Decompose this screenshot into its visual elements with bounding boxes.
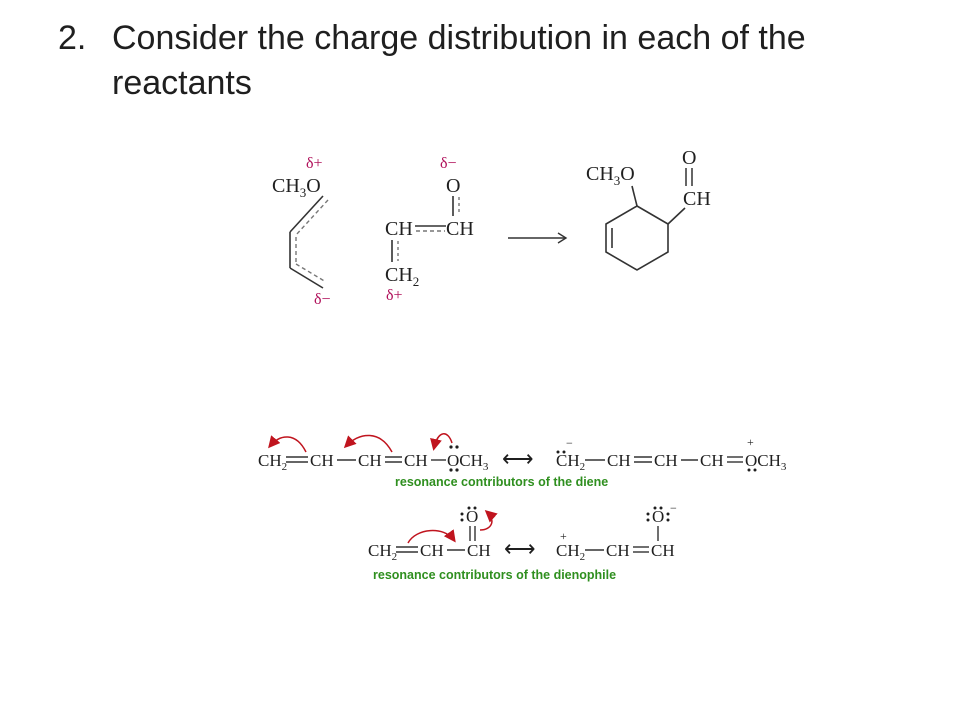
negative-charge: − xyxy=(670,501,677,515)
dienophile-delta-plus: δ+ xyxy=(386,287,403,304)
dienophile-right-contributor: O − + CH2 CH CH xyxy=(556,501,677,563)
dienophile-left-contributor: O CH2 CH CH xyxy=(368,506,498,563)
positive-charge: + xyxy=(747,435,754,449)
atom: CH xyxy=(358,451,382,470)
dienophile-terminal-carbon: CH2 xyxy=(385,264,419,289)
atom: CH2 xyxy=(368,541,397,563)
product-methoxy-label: CH3O xyxy=(586,163,635,188)
atom: CH xyxy=(606,541,630,560)
atom: CH2 xyxy=(258,451,287,473)
atom: CH xyxy=(310,451,334,470)
diene-right-contributor: CH2 − CH CH CH OCH3 + xyxy=(556,435,787,473)
diene-caption: resonance contributors of the diene xyxy=(395,475,608,489)
diene-delta-plus: δ+ xyxy=(306,155,323,172)
curved-arrows xyxy=(407,510,498,544)
atom: CH2 xyxy=(556,541,585,563)
atom: CH xyxy=(404,451,428,470)
dienophile-structure: δ− O CH CH CH2 δ+ xyxy=(385,155,474,304)
oxygen-lone-pairs xyxy=(646,506,670,522)
product-oxygen: O xyxy=(682,147,696,169)
curved-arrows xyxy=(268,433,453,453)
equilibrium-arrow-icon: ⟷ xyxy=(504,536,536,561)
diene-resonance: CH2 CH CH CH OCH3 ⟷ CH2 − xyxy=(258,433,787,489)
product-structure: CH3O O CH xyxy=(586,147,711,271)
diene-structure: δ+ CH3O δ− xyxy=(272,155,331,308)
dienophile-delta-minus: δ− xyxy=(440,155,457,172)
dienophile-resonance: O CH2 CH CH ⟷ O − xyxy=(368,501,677,582)
atom: CH xyxy=(651,541,675,560)
dienophile-carbonyl-carbon: CH xyxy=(446,218,474,240)
oxygen-lone-pairs xyxy=(460,506,477,522)
atom: CH xyxy=(420,541,444,560)
equilibrium-arrow-icon: ⟷ xyxy=(502,446,534,471)
diene-methoxy-label: CH3O xyxy=(272,175,321,200)
atom: OCH3 xyxy=(745,451,787,473)
negative-charge: − xyxy=(566,436,573,450)
dienophile-oxygen: O xyxy=(446,175,460,197)
cyclohexene-ring xyxy=(605,185,686,271)
product-aldehyde: CH xyxy=(683,188,711,210)
atom: CH2 xyxy=(556,451,585,473)
atom: O xyxy=(652,507,664,526)
atom: CH xyxy=(654,451,678,470)
dienophile-caption: resonance contributors of the dienophile xyxy=(373,568,616,582)
reaction-arrow xyxy=(508,232,568,244)
positive-charge: + xyxy=(560,529,567,543)
list-number: 2. xyxy=(58,19,87,57)
diene-left-contributor: CH2 CH CH CH OCH3 xyxy=(258,433,489,473)
atom: CH xyxy=(700,451,724,470)
diene-delta-minus: δ− xyxy=(314,291,331,308)
diene-skeleton xyxy=(289,195,324,289)
atom: CH xyxy=(607,451,631,470)
dienophile-alpha-carbon: CH xyxy=(385,218,413,240)
carbanion-lone-pair xyxy=(556,450,566,454)
heading-text: Consider the charge distribution in each… xyxy=(112,19,806,102)
atom: CH xyxy=(467,541,491,560)
lone-pairs xyxy=(449,445,459,472)
atom: O xyxy=(466,507,478,526)
diene-delocalization xyxy=(295,199,329,283)
atom: OCH3 xyxy=(447,451,489,473)
oxygen-lone-pair xyxy=(747,468,757,472)
